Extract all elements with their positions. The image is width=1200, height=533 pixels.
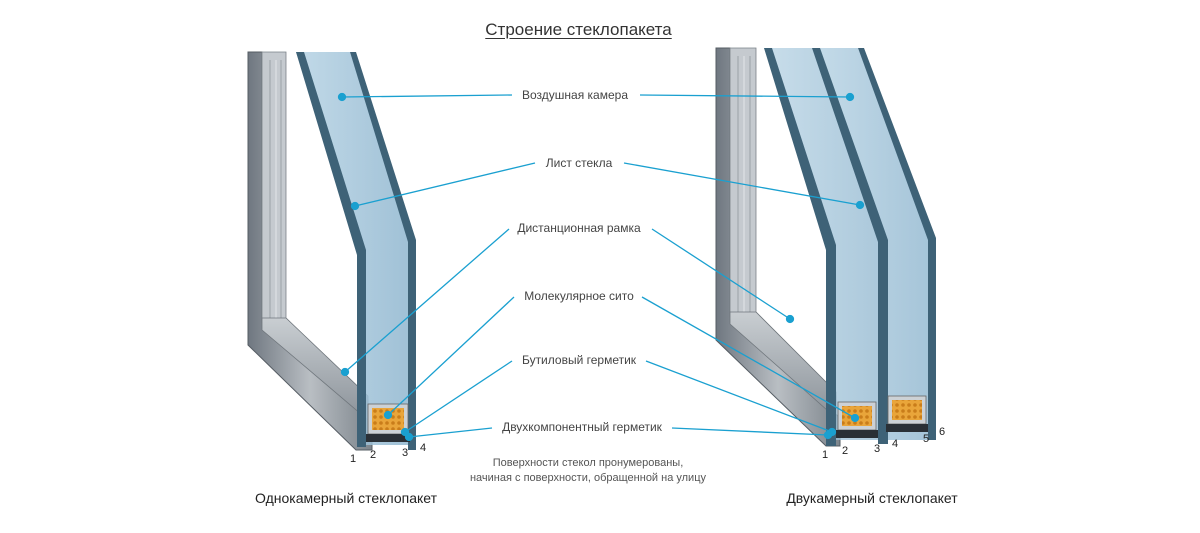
leader-spacer-left: [344, 228, 510, 373]
leader-dot-twocomp-right: [823, 430, 833, 440]
leader-lines: [337, 92, 865, 442]
leader-dot-glass-sheet-left: [350, 201, 360, 211]
label-molecular-sieve: Молекулярное сито: [521, 289, 637, 303]
leader-dot-sieve-right: [850, 413, 860, 423]
leader-dot-twocomp-left: [404, 432, 414, 442]
right-surface-1: 1: [821, 449, 829, 461]
right-sealant-2: [886, 424, 928, 432]
leader-dot-spacer-right: [785, 314, 795, 324]
left-outer-pane: [296, 52, 410, 445]
note-line-1: Поверхности стекол пронумерованы,: [492, 457, 684, 469]
right-surface-3: 3: [873, 443, 881, 455]
right-surface-6: 6: [938, 426, 946, 438]
note-line-2: начиная с поверхности, обращенной на ули…: [469, 472, 707, 484]
leader-glass-sheet-left: [354, 162, 536, 207]
right-surface-4: 4: [891, 438, 899, 450]
left-inner-pane: [350, 52, 416, 450]
leader-dot-glass-sheet-right: [855, 200, 865, 210]
leader-dot-air-chamber-right: [845, 92, 855, 102]
left-outer-pane-edge: [296, 52, 366, 447]
leader-butyl-left: [404, 360, 513, 433]
left-surface-2: 2: [369, 449, 377, 461]
right-pane-2-edge: [812, 48, 888, 444]
diagram-title: Строение стеклопакета: [485, 20, 672, 39]
leader-glass-sheet-right: [623, 162, 861, 206]
double-chamber-unit: [715, 47, 936, 447]
leader-dot-air-chamber-left: [337, 92, 347, 102]
double-chamber-caption: Двукамерный стеклопакет: [786, 490, 958, 506]
right-surface-2: 2: [841, 445, 849, 457]
leader-dot-spacer-left: [340, 367, 350, 377]
right-surface-5: 5: [922, 433, 930, 445]
label-glass-sheet: Лист стекла: [542, 156, 616, 170]
left-sealant: [366, 434, 410, 442]
right-pane-3: [858, 48, 936, 440]
label-spacer-frame: Дистанционная рамка: [514, 221, 644, 235]
left-surface-3: 3: [401, 447, 409, 459]
right-sealant-1: [836, 430, 878, 438]
left-surface-1: 1: [349, 453, 357, 465]
leader-sieve-right: [641, 296, 856, 419]
leader-dot-sieve-left: [383, 410, 393, 420]
leader-sieve-left: [387, 296, 515, 416]
right-sieve-2: [892, 400, 922, 420]
left-surface-4: 4: [419, 442, 427, 454]
right-pane-1-edge: [764, 48, 836, 446]
numbering-note: Поверхности стекол пронумерованы, начина…: [438, 456, 738, 486]
right-pane-1: [764, 48, 880, 440]
leader-spacer-right: [651, 228, 791, 320]
leader-air-chamber-right: [639, 94, 851, 98]
right-pane-2: [812, 48, 930, 440]
single-chamber-unit: [247, 51, 416, 451]
leader-butyl-right: [645, 360, 833, 433]
label-air-chamber: Воздушная камера: [518, 88, 632, 102]
leader-twocomp-left: [408, 427, 493, 438]
label-two-component-sealant: Двухкомпонентный герметик: [499, 420, 665, 434]
single-chamber-caption: Однокамерный стеклопакет: [254, 490, 438, 506]
label-butyl-sealant: Бутиловый герметик: [518, 353, 640, 367]
leader-air-chamber-left: [341, 94, 513, 98]
leader-twocomp-right: [671, 427, 829, 436]
